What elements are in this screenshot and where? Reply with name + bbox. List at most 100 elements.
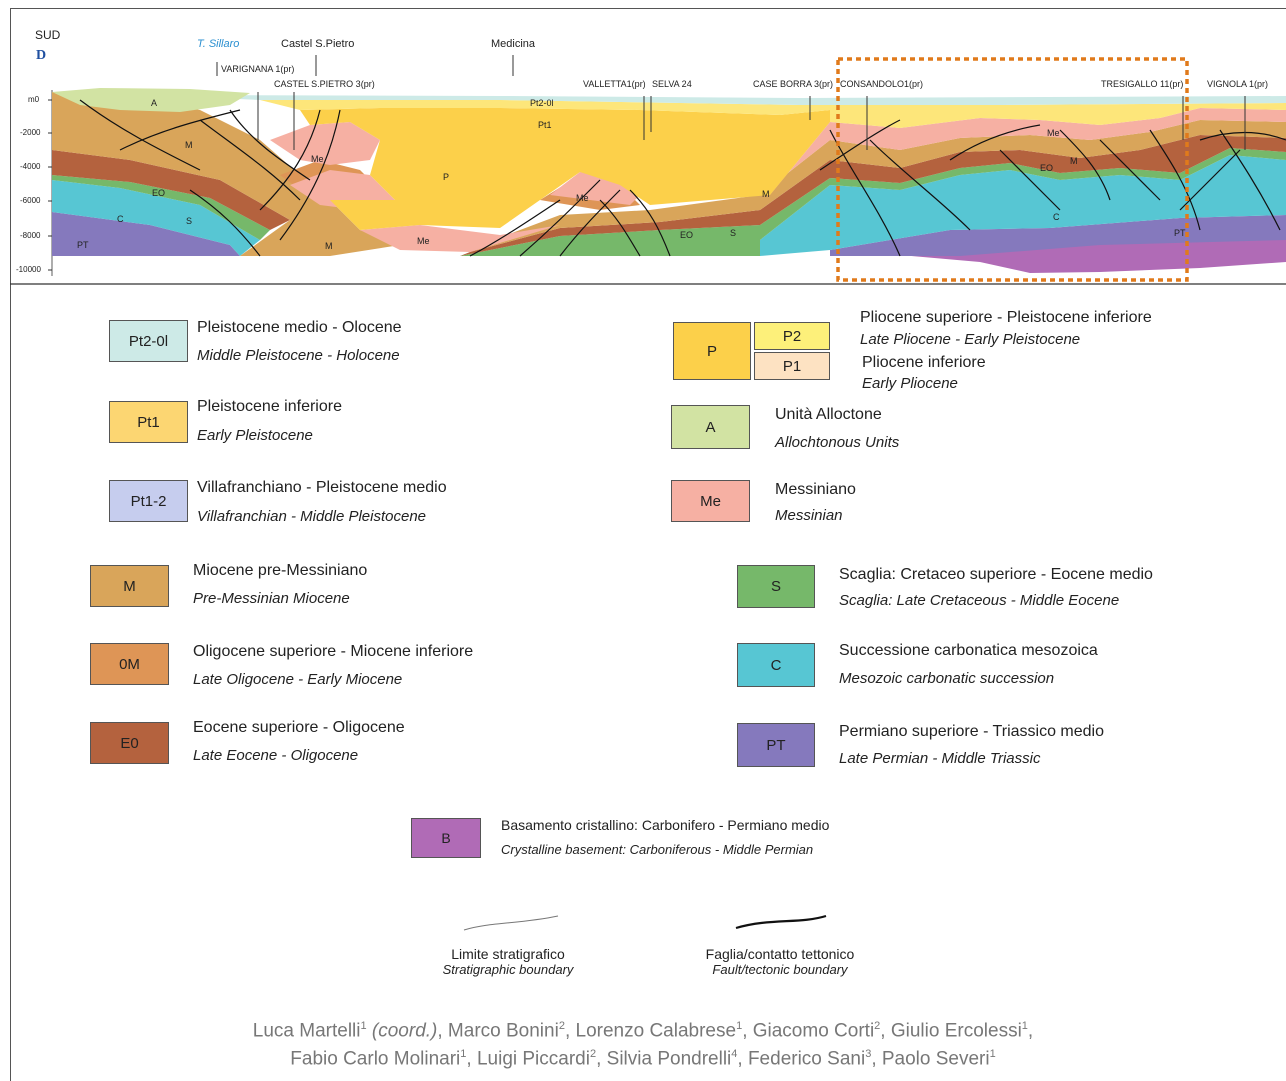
legend-subtitle: Late Pliocene - Early Pleistocene [860,331,1081,348]
depth-ticks [48,99,52,271]
unit-label: Me [311,154,324,164]
legend-title: Scaglia: Cretaceo superiore - Eocene med… [839,566,1153,583]
legend-swatch-p2: P2 [754,322,830,350]
author: , Giacomo Corti [742,1020,875,1042]
legend-title: Pleistocene medio - Olocene [197,319,402,336]
stratigraphic-boundary-legend: Limite stratigrafico Stratigraphic bound… [413,946,603,977]
highlight-box [836,57,1189,282]
layer-s [52,175,270,240]
legend-subtitle: Late Eocene - Oligocene [193,747,359,764]
legend-swatch-m: M [90,565,169,607]
legend-swatch-b: B [411,818,481,858]
top-label-medicina: Medicina [491,38,536,50]
legend-title: Miocene pre-Messiniano [193,562,368,579]
legend-title: Messiniano [775,481,856,498]
unit-label: C [117,214,124,224]
unit-label: Pt1 [538,120,552,130]
unit-label: M [1070,156,1078,166]
legend-subtitle: Crystalline basement: Carboniferous - Mi… [501,842,814,857]
legend-subtitle: Pre-Messinian Miocene [193,590,350,607]
well-consandolo: CONSANDOLO1(pr) [840,79,924,89]
legend-subtitle: Messinian [775,507,843,524]
legend-swatch-pt2-0l: Pt2-0l [109,320,188,362]
layer-p [300,108,830,230]
well-tresigallo: TRESIGALLO 11(pr) [1101,79,1184,89]
author: , Luigi Piccardi [466,1048,590,1070]
depth-tick-8000: -8000 [20,231,41,240]
author-affiliation: 1 [1021,1020,1028,1032]
author-note: (coord.) [366,1020,438,1042]
well-varignana: VARIGNANA 1(pr) [221,64,295,74]
well-lines [216,55,1246,150]
well-case-borra: CASE BORRA 3(pr) [753,79,834,89]
top-label-castel: Castel S.Pietro [281,38,355,50]
depth-tick-4000: -4000 [20,162,41,171]
author: , Marco Bonini [437,1020,559,1042]
legend-subtitle: Middle Pleistocene - Holocene [197,347,400,364]
author-affiliation: 2 [589,1048,597,1060]
layer-pt [52,212,240,256]
legend-title: Permiano superiore - Triassico medio [839,723,1104,740]
well-castel: CASTEL S.PIETRO 3(pr) [274,79,375,89]
top-label-sillaro: T. Sillaro [197,38,240,50]
section-letter: D [36,48,47,63]
author: , Lorenzo Calabrese [564,1020,737,1042]
layer-pt2-0l [150,95,1286,105]
legend-title: Basamento cristallino: Carbonifero - Per… [501,817,830,833]
author: Luca Martelli [252,1020,361,1042]
layer-me-right [760,108,1286,195]
legend-title: Eocene superiore - Oligocene [193,719,405,736]
depth-tick-6000: -6000 [20,196,41,205]
well-vignola: VIGNOLA 1(pr) [1207,79,1269,89]
layer-c [52,180,260,256]
well-valletta: VALLETTA1(pr) [583,79,646,89]
stratigraphic-boundary-title: Limite stratigrafico [451,946,565,962]
author-affiliation: 2 [874,1020,881,1032]
unit-label: Me [1047,128,1060,138]
unit-label: M [762,189,770,199]
depth-tick-0: m0 [28,95,40,104]
unit-label: Me [576,193,589,203]
unit-label: Me [417,236,430,246]
legend-subtitle: Scaglia: Late Cretaceous - Middle Eocene [839,592,1120,609]
fault-boundary-legend: Faglia/contatto tettonico Fault/tectonic… [680,946,880,977]
layer-eo [52,150,290,230]
legend-swatch-pt1-2: Pt1-2 [109,480,188,522]
layer-c-right [760,155,1286,256]
unit-label: PT [77,240,89,250]
unit-label: S [186,216,193,226]
author-separator: , [1027,1020,1034,1042]
layer-me-left [270,122,380,165]
stratigraphic-boundary-line [463,915,559,931]
line-legend-graphics [463,914,827,931]
geological-cross-section: SUD D T. Sillaro Castel S.Pietro Medicin… [0,0,1286,290]
layer-pt-right [830,215,1286,256]
legend-title: Unità Alloctone [775,406,882,423]
authors-line-2: Fabio Carlo Molinari1, Luigi Piccardi2, … [0,1048,1286,1070]
author: , Federico Sani [737,1048,866,1070]
direction-label: SUD [35,28,61,42]
unit-label: PT [1174,228,1186,238]
depth-tick-2000: -2000 [20,128,41,137]
legend-title: Villafranchiano - Pleistocene medio [197,479,447,496]
legend-swatch-me: Me [671,480,750,522]
legend-subtitle: Mesozoic carbonatic succession [839,670,1055,687]
legend-title: Pleistocene inferiore [197,398,342,415]
author: , Silvia Pondrelli [596,1048,732,1070]
layer-pt1 [260,100,1286,128]
layer-b-basement [900,238,1286,273]
legend-title: Successione carbonatica mesozoica [839,642,1098,659]
cross-section-drawing [10,55,1286,285]
layer-m [52,92,400,256]
author: Fabio Carlo Molinari [290,1048,461,1070]
author-affiliation: 1 [989,1048,996,1060]
layer-a [52,88,250,112]
author-affiliation: 1 [736,1020,743,1032]
legend-swatch-a: A [671,405,750,449]
unit-label: EO [1040,163,1054,173]
legend-title: Pliocene inferiore [862,354,986,371]
layer-s-right [460,148,1286,256]
legend-subtitle: Villafranchian - Middle Pleistocene [197,508,427,525]
legend-subtitle: Early Pleistocene [197,427,313,444]
legend-swatch-pt: PT [737,723,815,767]
